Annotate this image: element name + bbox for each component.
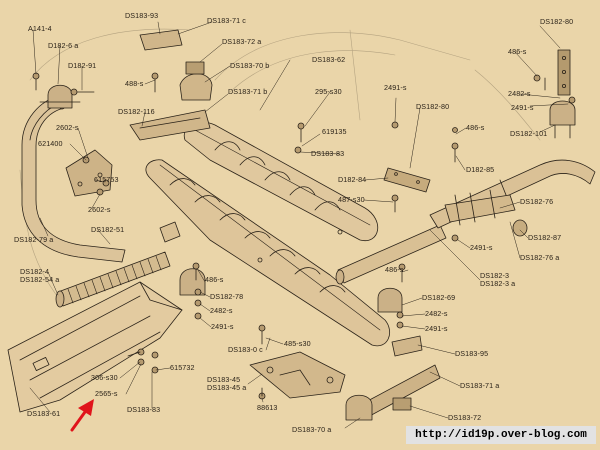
tail-clamp-top-right bbox=[549, 100, 576, 139]
leader-lines bbox=[29, 21, 569, 429]
label-ds183-93: DS183-93 bbox=[125, 11, 159, 20]
watermark-url: http://id19p.over-blog.com bbox=[406, 426, 596, 444]
label-306-s30: 306-s30 bbox=[91, 373, 118, 382]
label-485-s30: 485-s30 bbox=[284, 339, 311, 348]
label-ds183-45: DS183-45 bbox=[207, 375, 241, 384]
heat-shield-tray bbox=[7, 281, 183, 413]
intermediate-pipe bbox=[159, 221, 447, 285]
label-ds183-0c: DS183-0 c bbox=[228, 345, 263, 354]
bracket-ds183-45 bbox=[249, 351, 346, 399]
label-ds183-83-top: DS183-83 bbox=[311, 149, 345, 158]
label-a141-4: A141-4 bbox=[28, 24, 52, 33]
bracket-ds183-70b bbox=[179, 73, 213, 101]
label-d182-91: D182-91 bbox=[68, 61, 97, 70]
mounting-plate bbox=[65, 149, 113, 197]
label-615732: 615732 bbox=[170, 363, 195, 372]
label-ds182-80-top: DS182-80 bbox=[540, 17, 574, 26]
label-ds182-54a: DS182-54 a bbox=[20, 275, 60, 284]
label-ds183-71b: DS183-71 b bbox=[228, 87, 268, 96]
label-615753: 615753 bbox=[94, 175, 119, 184]
label-2482-s-tr: 2482-s bbox=[508, 89, 531, 98]
label-ds183-61: DS183-61 bbox=[27, 409, 61, 418]
label-ds183-71a: DS183-71 a bbox=[460, 381, 500, 390]
label-2491-s-b1: 2491-s bbox=[211, 322, 234, 331]
label-486-s-mid: 486-s bbox=[466, 123, 485, 132]
label-ds183-95: DS183-95 bbox=[455, 349, 489, 358]
label-295-s30: 295-s30 bbox=[315, 87, 342, 96]
label-ds182-79a: DS182-79 a bbox=[14, 235, 54, 244]
label-486-s-tr: 486-s bbox=[508, 47, 527, 56]
bracket-ds183-70a bbox=[345, 394, 373, 421]
label-2491-s-b2: 2491-s bbox=[425, 324, 448, 333]
rubber-block-ds183-72a bbox=[185, 61, 205, 75]
clamp-ds182-69 bbox=[377, 287, 403, 313]
label-ds182-4: DS182-4 bbox=[20, 267, 50, 276]
red-arrow bbox=[70, 399, 94, 432]
label-ds182-101: DS182-101 bbox=[510, 129, 548, 138]
flexible-hose bbox=[55, 251, 171, 308]
bracket-ds183-95 bbox=[391, 335, 423, 357]
label-ds183-72a: DS183-72 a bbox=[222, 37, 262, 46]
rubber-block-ds183-72 bbox=[392, 397, 412, 411]
clamp-d182-6a bbox=[39, 84, 81, 109]
label-621400: 621400 bbox=[38, 139, 63, 148]
label-2491-s-top: 2491-s bbox=[384, 83, 407, 92]
label-ds182-78: DS182-78 bbox=[210, 292, 244, 301]
label-2482-s-b1: 2482-s bbox=[210, 306, 233, 315]
front-silencer bbox=[145, 159, 390, 347]
label-488-s: 488-s bbox=[125, 79, 144, 88]
label-2565-s: 2565-s bbox=[95, 389, 118, 398]
label-d182-85: D182-85 bbox=[466, 165, 495, 174]
label-ds182-76: DS182-76 bbox=[520, 197, 554, 206]
label-ds182-51: DS182-51 bbox=[91, 225, 125, 234]
label-ds183-72: DS183-72 bbox=[448, 413, 482, 422]
label-ds183-70a: DS183-70 a bbox=[292, 425, 332, 434]
label-486-s-b2: 486-s bbox=[385, 265, 404, 274]
clamp-ds182-78 bbox=[179, 268, 206, 296]
label-2602-s-a: 2602-s bbox=[56, 123, 79, 132]
label-ds183-83-bot: DS183-83 bbox=[127, 405, 161, 414]
label-ds183-70b: DS183-70 b bbox=[230, 61, 270, 70]
label-486-s-b1: 486-s bbox=[205, 275, 224, 284]
label-ds182-69: DS182-69 bbox=[422, 293, 456, 302]
label-ds182-76a: DS182-76 a bbox=[520, 253, 560, 262]
label-ds182-3: DS182-3 bbox=[480, 271, 510, 280]
tail-clamp-bracket bbox=[444, 189, 528, 237]
label-2602-s-b: 2602-s bbox=[88, 205, 111, 214]
label-ds182-116: DS182-116 bbox=[118, 107, 155, 116]
label-ds183-45a: DS183-45 a bbox=[207, 383, 247, 392]
label-487-s30: 487-s30 bbox=[338, 195, 365, 204]
strap-mid bbox=[383, 167, 431, 193]
label-619135: 619135 bbox=[322, 127, 347, 136]
label-ds182-80-mid: DS182-80 bbox=[416, 102, 450, 111]
label-2482-s-b2: 2482-s bbox=[425, 309, 448, 318]
label-ds183-71c: DS183-71 c bbox=[207, 16, 246, 25]
label-ds182-87: DS182-87 bbox=[528, 233, 562, 242]
label-d182-84: D182-84 bbox=[338, 175, 367, 184]
label-d182-6a: D182-6 a bbox=[48, 41, 79, 50]
hanger-strap-top-right bbox=[557, 49, 571, 96]
label-ds182-3a: DS182-3 a bbox=[480, 279, 516, 288]
label-ds183-62: DS183-62 bbox=[312, 55, 346, 64]
bracket-ds183-71c bbox=[139, 29, 183, 51]
label-2491-s-r: 2491-s bbox=[470, 243, 493, 252]
bracket-ds183-71b bbox=[129, 109, 211, 141]
label-2491-s-tr: 2491-s bbox=[511, 103, 534, 112]
label-88613: 88613 bbox=[257, 403, 278, 412]
fasteners bbox=[32, 72, 576, 400]
